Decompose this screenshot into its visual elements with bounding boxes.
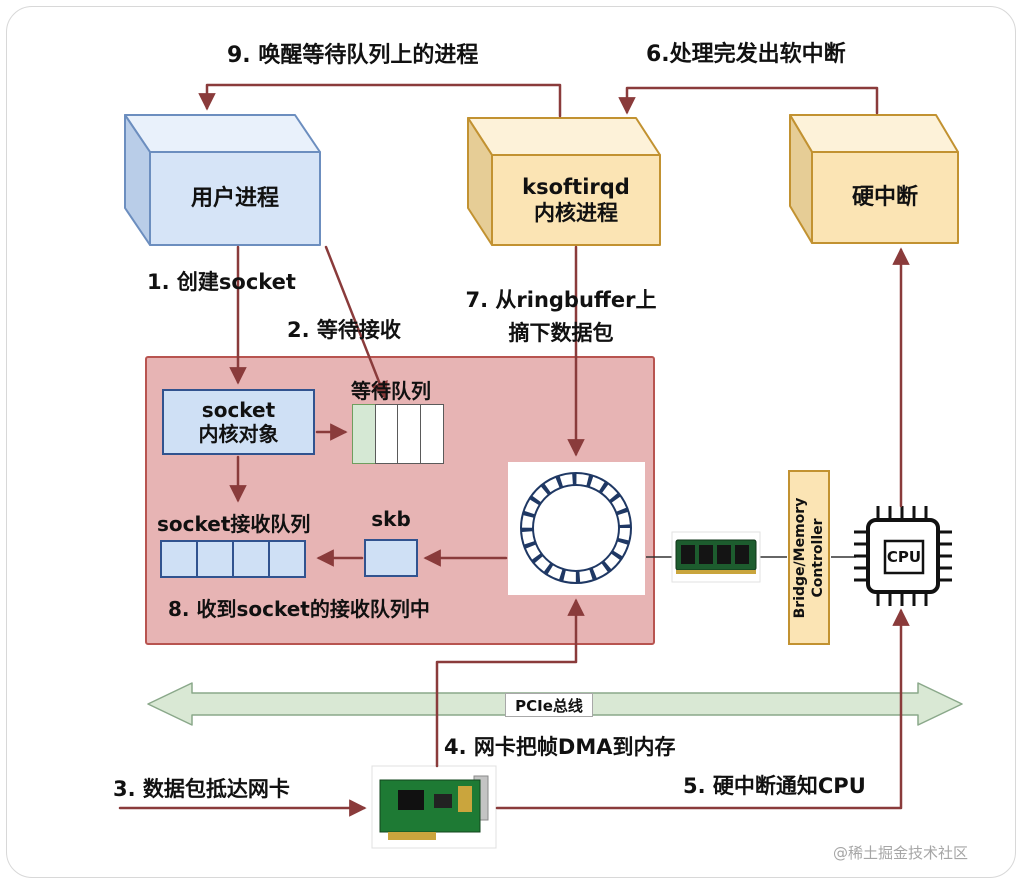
arrow-step9-wakeup — [198, 83, 562, 118]
ram-chip — [735, 545, 749, 564]
cpu-pins — [854, 506, 952, 606]
label-step7-line2: 摘下数据包 — [508, 320, 614, 345]
user-process-cube-front — [149, 151, 321, 246]
wait-queue-label: 等待队列 — [351, 379, 431, 403]
recv-queue-cell — [232, 540, 270, 578]
label-step4: 4. 网卡把帧DMA到内存 — [444, 735, 676, 759]
arrow-step2-wait-recv — [324, 245, 388, 400]
socket-object-line1: socket — [201, 398, 276, 422]
label-step7-line1: 7. 从ringbuffer上 — [465, 288, 657, 312]
label-step9: 9. 唤醒等待队列上的进程 — [227, 43, 479, 68]
ram-chip — [699, 545, 713, 564]
ram-chip — [681, 545, 695, 564]
ring-buffer — [508, 462, 645, 595]
label-step5: 5. 硬中断通知CPU — [683, 774, 866, 798]
label-step1: 1. 创建socket — [147, 270, 296, 294]
wait-queue-cell-occupied — [352, 404, 376, 464]
socket-kernel-object: socket 内核对象 — [162, 389, 315, 455]
ksoftirqd-cube-front — [491, 154, 661, 246]
ram-chip — [717, 545, 731, 564]
cpu-core — [883, 539, 925, 575]
wait-queue-cells — [352, 404, 444, 464]
network-card — [371, 765, 497, 849]
socket-object-line2: 内核对象 — [198, 422, 279, 446]
hard-irq-label: 硬中断 — [851, 184, 918, 210]
skb-label: skb — [371, 507, 411, 531]
user-process-cube — [124, 114, 321, 246]
nic-chip — [434, 794, 452, 808]
nic-gold-fingers — [388, 832, 436, 840]
arrow-step6-raise-softirq — [618, 86, 879, 115]
user-process-cube-top — [124, 114, 321, 153]
wait-queue-cell — [397, 404, 421, 464]
label-step3: 3. 数据包抵达网卡 — [113, 777, 290, 801]
socket-recv-queue-cells — [160, 540, 306, 578]
ksoftirqd-label-line2: 内核进程 — [534, 201, 618, 225]
hard-irq-cube — [789, 114, 959, 244]
ksoftirqd-label-line1: ksoftirqd — [522, 174, 630, 199]
arrow-step4-dma — [435, 598, 585, 768]
recv-queue-cell — [160, 540, 198, 578]
hard-irq-cube-front — [811, 151, 959, 244]
ram-gold-pins — [676, 570, 756, 574]
pcie-bus-label: PCIe总线 — [505, 693, 593, 717]
ring-buffer-segments — [522, 474, 630, 582]
nic-port — [458, 786, 472, 812]
wait-queue-cell — [419, 404, 444, 464]
ksoftirqd-cube — [467, 117, 661, 246]
arrow-step5-irq-notify — [495, 608, 910, 810]
skb-box — [364, 539, 418, 577]
nic-chip — [398, 790, 424, 810]
label-step7: 7. 从ringbuffer上 摘下数据包 — [450, 284, 672, 349]
label-step8: 8. 收到socket的接收队列中 — [168, 597, 430, 621]
hard-irq-cube-top — [789, 114, 959, 153]
bridge-label: Bridge/Memory Controller — [791, 470, 827, 645]
cpu-chip — [854, 506, 952, 606]
ksoftirqd-cube-top — [467, 117, 661, 156]
cpu-label: CPU — [886, 548, 922, 566]
ram-module — [671, 531, 761, 583]
recv-queue-cell — [196, 540, 234, 578]
socket-recv-queue-label: socket接收队列 — [157, 512, 311, 536]
bridge-memory-controller: Bridge/Memory Controller — [788, 470, 830, 645]
watermark: @稀土掘金技术社区 — [833, 844, 969, 862]
wait-queue-cell — [374, 404, 399, 464]
bridge-label-line2: Controller — [810, 517, 826, 598]
user-process-label: 用户进程 — [190, 185, 279, 211]
label-step2: 2. 等待接收 — [287, 318, 401, 342]
ksoftirqd-label: ksoftirqd 内核进程 — [492, 155, 660, 245]
label-step6: 6.处理完发出软中断 — [646, 42, 846, 67]
bridge-label-line1: Bridge/Memory — [791, 497, 808, 618]
recv-queue-cell — [268, 540, 306, 578]
